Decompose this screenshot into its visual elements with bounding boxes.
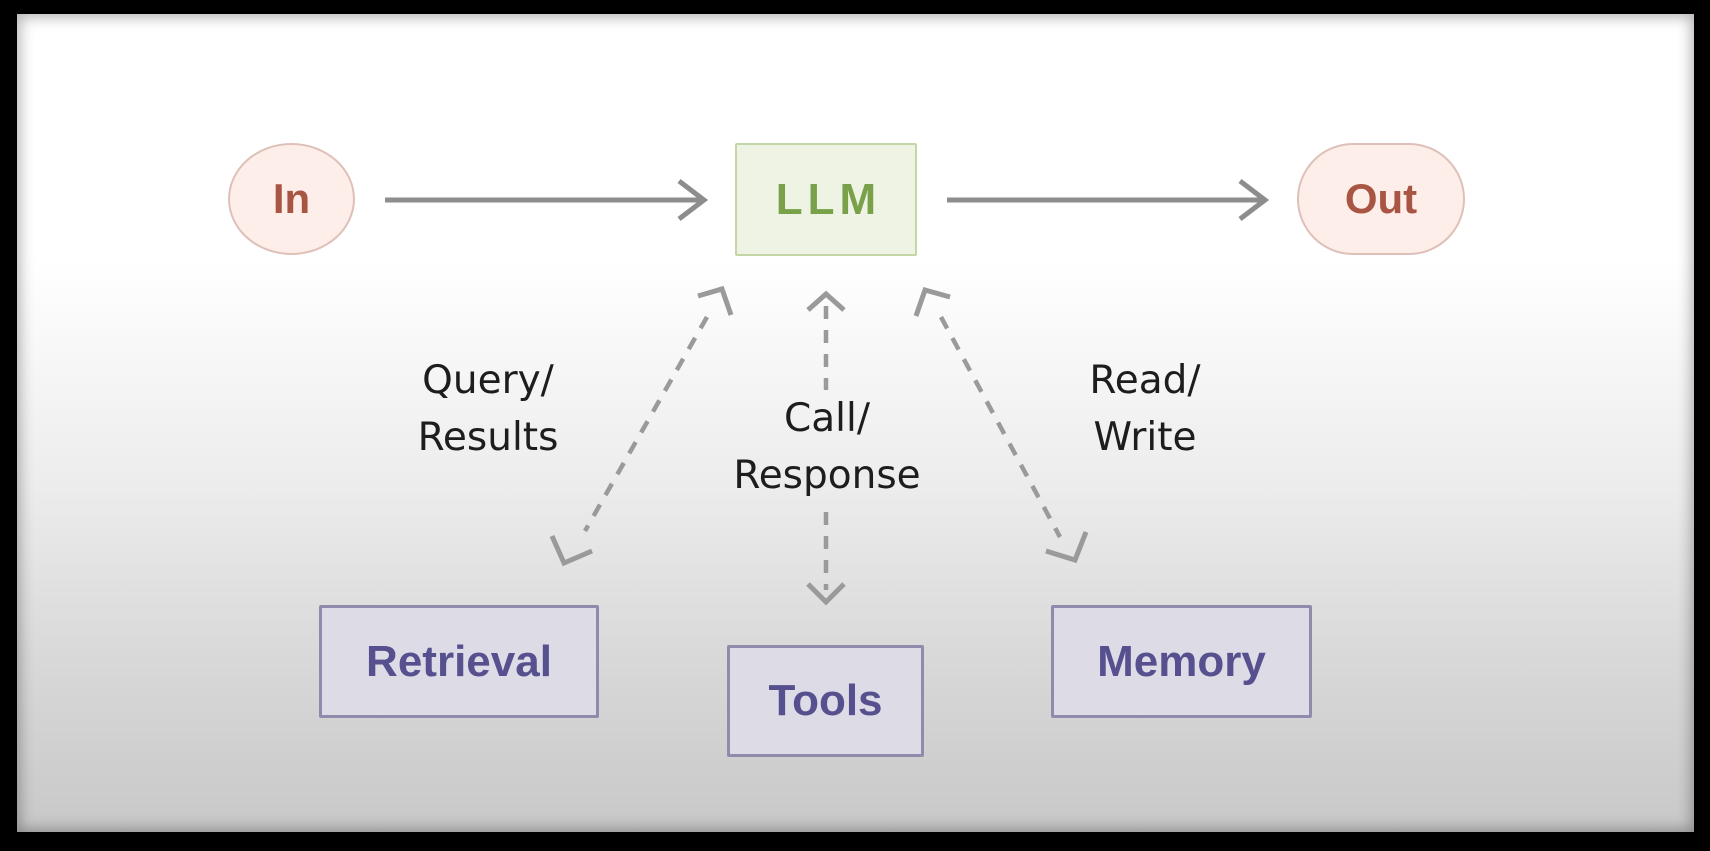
node-retrieval-label: Retrieval (366, 636, 552, 686)
node-memory-label: Memory (1097, 636, 1266, 686)
edge-label-query-results: Query/ Results (417, 358, 559, 460)
node-llm: LLM (735, 143, 917, 256)
edge-label-call-response: Call/ Response (733, 396, 921, 498)
node-llm-label: LLM (775, 174, 882, 224)
edge-label-read-write: Read/ Write (1089, 358, 1201, 460)
node-in: In (228, 143, 355, 255)
node-tools: Tools (727, 645, 924, 757)
node-tools-label: Tools (768, 676, 883, 725)
node-out-label: Out (1344, 175, 1418, 222)
node-retrieval: Retrieval (319, 605, 599, 718)
node-in-label: In (272, 175, 311, 222)
node-out: Out (1297, 143, 1465, 255)
node-memory: Memory (1051, 605, 1312, 718)
